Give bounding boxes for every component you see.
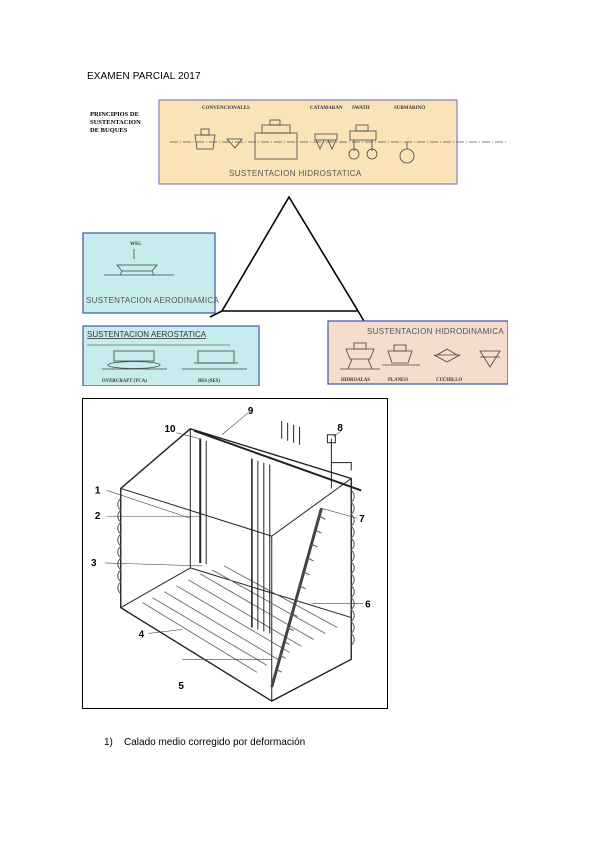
label-convencionales: CONVENCIONALES [202, 106, 250, 111]
tank-cutaway-drawing: 1 2 3 4 5 6 7 8 9 10 [91, 406, 371, 702]
label-bes: BES (SES) [198, 379, 220, 384]
submarine-icon [399, 142, 415, 164]
small-hull-icon [226, 138, 243, 149]
hydrostatic-box: CONVENCIONALES CATAMARAN SWATH SUBMARINO [158, 99, 508, 185]
question-item: 1) Calado medio corregido por deformación [104, 737, 305, 748]
label-cuchillo: CUCHILLO [436, 378, 462, 383]
hovercraft-icon [102, 350, 167, 370]
diagram-heading-line-2: SUSTENTACION [90, 119, 141, 126]
conventional-ship-icon [194, 128, 216, 150]
tank-figure: 1 2 3 4 5 6 7 8 9 10 [82, 398, 388, 709]
wig-craft-icon [104, 249, 174, 276]
exam-title: EXAMEN PARCIAL 2017 [87, 71, 201, 82]
planing-hull-icon [382, 344, 420, 366]
label-overcraft: OVERCRAFT (TCA) [102, 379, 147, 384]
callout-4: 4 [139, 629, 145, 640]
hydrofoil-icon [340, 342, 380, 370]
aerostatic-box: SUSTENTACION AEROSTATICA OVERCRAFT (TCA)… [82, 325, 260, 386]
ses-craft-icon [182, 350, 247, 370]
label-wig: WIG [130, 242, 141, 247]
callout-6: 6 [365, 600, 371, 611]
large-ship-icon [254, 119, 298, 160]
wave-piercer-icon [479, 350, 501, 368]
hydrodynamic-title: SUSTENTACION HIDRODINAMICA [367, 327, 504, 336]
callout-2: 2 [95, 511, 101, 522]
catamaran-icon [314, 133, 338, 150]
callout-9: 9 [248, 406, 254, 417]
callout-3: 3 [91, 558, 97, 569]
lift-principles-diagram: PRINCIPIOS DE SUSTENTACION DE BUQUES CON… [82, 99, 508, 386]
label-catamaran: CATAMARAN [310, 106, 343, 111]
callout-8: 8 [337, 423, 343, 434]
principles-triangle [209, 195, 365, 322]
label-planeo: PLANEO [388, 378, 408, 383]
callout-10: 10 [164, 424, 176, 435]
diagram-heading-line-3: DE BUQUES [90, 127, 128, 134]
aerodynamic-title: SUSTENTACION AERODINAMICA [86, 296, 220, 305]
knife-hull-icon [433, 348, 461, 363]
label-hidroalas: HIDROALAS [341, 378, 370, 383]
question-number: 1) [104, 737, 113, 748]
callout-1: 1 [95, 485, 101, 496]
swath-icon [348, 124, 378, 160]
aerostatic-title: SUSTENTACION AEROSTATICA [87, 330, 207, 339]
question-text: Calado medio corregido por deformación [124, 737, 306, 748]
hydrodynamic-box: SUSTENTACION HIDRODINAMICA HIDROALAS PLA… [327, 320, 508, 385]
callout-5: 5 [178, 681, 184, 692]
diagram-heading-line-1: PRINCIPIOS DE [90, 111, 139, 118]
aerodynamic-box: WIG SUSTENTACION AERODINAMICA [82, 232, 220, 314]
label-submarino: SUBMARINO [394, 106, 425, 111]
label-swath: SWATH [352, 106, 370, 111]
hydrostatic-title: SUSTENTACION HIDROSTATICA [229, 169, 362, 178]
callout-7: 7 [359, 514, 365, 525]
